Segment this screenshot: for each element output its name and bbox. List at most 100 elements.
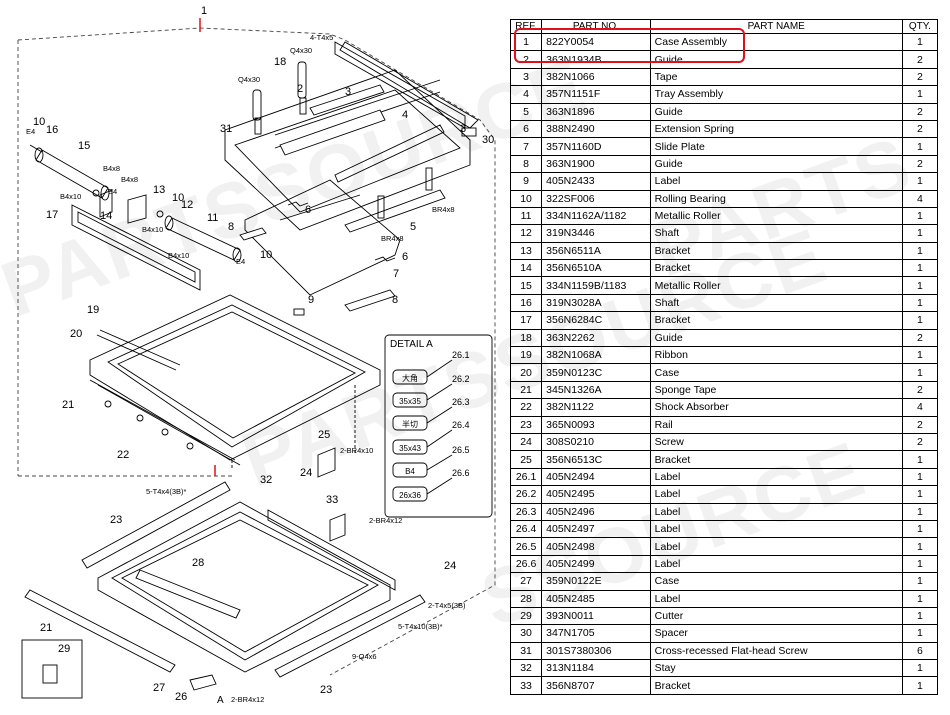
cell-part-no: 345N1326A bbox=[541, 380, 651, 400]
cell-part-no: 363N1896 bbox=[541, 102, 651, 121]
cell-ref: 11 bbox=[509, 206, 543, 226]
cell-qty: 2 bbox=[901, 119, 939, 139]
detail-label-text: B4 bbox=[405, 467, 415, 476]
cell-qty: 1 bbox=[901, 676, 939, 695]
cell-part-no: 356N8707 bbox=[541, 676, 651, 695]
cell-part-no: 356N6513C bbox=[541, 450, 651, 469]
cell-part-no: 313N1184 bbox=[541, 659, 651, 678]
callout-32: 32 bbox=[260, 474, 272, 486]
cell-qty: 1 bbox=[901, 606, 939, 626]
detail-ref: 26.5 bbox=[452, 445, 470, 455]
callout-14: 14 bbox=[100, 210, 112, 222]
cell-ref: 30 bbox=[509, 624, 543, 643]
cell-part-no: 356N6510A bbox=[541, 259, 651, 278]
cell-ref: 26.3 bbox=[509, 502, 543, 521]
cell-part-no: 393N0011 bbox=[541, 606, 651, 626]
cell-part-no: 405N2485 bbox=[541, 589, 651, 608]
cell-part-no: 359N0123C bbox=[541, 363, 651, 382]
cell-qty: 2 bbox=[901, 154, 939, 174]
cell-qty: 1 bbox=[901, 537, 939, 556]
cell-qty: 1 bbox=[901, 241, 939, 261]
cell-part-no: 405N2499 bbox=[541, 554, 651, 574]
cell-qty: 2 bbox=[901, 67, 939, 87]
cell-qty: 1 bbox=[901, 554, 939, 574]
cell-ref: 6 bbox=[509, 119, 543, 139]
fastener-label: B4x8 bbox=[121, 175, 138, 184]
highlight-box bbox=[514, 28, 745, 63]
cell-qty: 1 bbox=[901, 502, 939, 521]
cell-ref: 25 bbox=[509, 450, 543, 469]
fastener-label: 5-T4x4(3B)* bbox=[146, 487, 187, 496]
cell-ref: 5 bbox=[509, 102, 543, 121]
detail-label-text: 大角 bbox=[402, 373, 418, 383]
fastener-label: 2-BR4x12 bbox=[369, 516, 402, 525]
cell-part-name: Shaft bbox=[649, 224, 903, 243]
cell-ref: 19 bbox=[509, 346, 543, 365]
cell-ref: 24 bbox=[509, 432, 543, 452]
callout-26: 26 bbox=[175, 691, 187, 703]
cell-part-name: Label bbox=[649, 485, 903, 504]
cell-qty: 2 bbox=[901, 50, 939, 69]
cell-ref: 12 bbox=[509, 224, 543, 243]
header-qty: QTY. bbox=[901, 19, 939, 34]
cell-ref: 21 bbox=[509, 380, 543, 400]
fastener-label: E4 bbox=[236, 257, 245, 266]
cell-part-name: Bracket bbox=[649, 450, 903, 469]
detail-label-text: 26x36 bbox=[399, 491, 421, 500]
fastener-label: 4-T4x5 bbox=[310, 33, 333, 42]
cell-ref: 15 bbox=[509, 276, 543, 295]
cell-ref: 3 bbox=[509, 67, 543, 87]
cell-qty: 1 bbox=[901, 85, 939, 104]
cell-part-name: Label bbox=[649, 589, 903, 608]
cell-qty: 2 bbox=[901, 380, 939, 400]
detail-label-text: 半切 bbox=[402, 419, 418, 429]
cell-ref: 28 bbox=[509, 589, 543, 608]
cell-part-name: Spacer bbox=[649, 624, 903, 643]
cell-qty: 1 bbox=[901, 589, 939, 608]
fastener-label: 9-Q4x6 bbox=[352, 652, 377, 661]
cell-part-no: 388N2490 bbox=[541, 119, 651, 139]
cell-qty: 1 bbox=[901, 450, 939, 469]
cell-qty: 4 bbox=[901, 398, 939, 417]
table-header-row: REF. PART NO. PART NAME QTY. bbox=[509, 19, 939, 34]
cell-part-no: 382N1122 bbox=[541, 398, 651, 417]
cell-part-no: 405N2498 bbox=[541, 537, 651, 556]
callout-21: 21 bbox=[40, 622, 52, 634]
cell-ref: 26.4 bbox=[509, 519, 543, 539]
cell-ref: 31 bbox=[509, 641, 543, 661]
fastener-label: 2-BR4x12 bbox=[231, 695, 264, 704]
cell-qty: 1 bbox=[901, 206, 939, 226]
cell-qty: 6 bbox=[901, 641, 939, 661]
callout-33: 33 bbox=[326, 494, 338, 506]
cell-part-no: 405N2494 bbox=[541, 467, 651, 487]
callout-3: 3 bbox=[460, 123, 466, 135]
callout-25: 25 bbox=[318, 429, 330, 441]
cell-ref: 8 bbox=[509, 154, 543, 174]
cell-ref: 23 bbox=[509, 415, 543, 434]
fastener-label: E4 bbox=[26, 127, 35, 136]
callout-24: 24 bbox=[444, 560, 456, 572]
cell-qty: 1 bbox=[901, 519, 939, 539]
cell-qty: 1 bbox=[901, 293, 939, 313]
callout-12: 12 bbox=[181, 199, 193, 211]
cell-ref: 20 bbox=[509, 363, 543, 382]
callout-27: 27 bbox=[153, 682, 165, 694]
cell-part-no: 382N1068A bbox=[541, 346, 651, 365]
callout-2: 2 bbox=[297, 83, 303, 95]
cell-part-no: 308S0210 bbox=[541, 432, 651, 452]
